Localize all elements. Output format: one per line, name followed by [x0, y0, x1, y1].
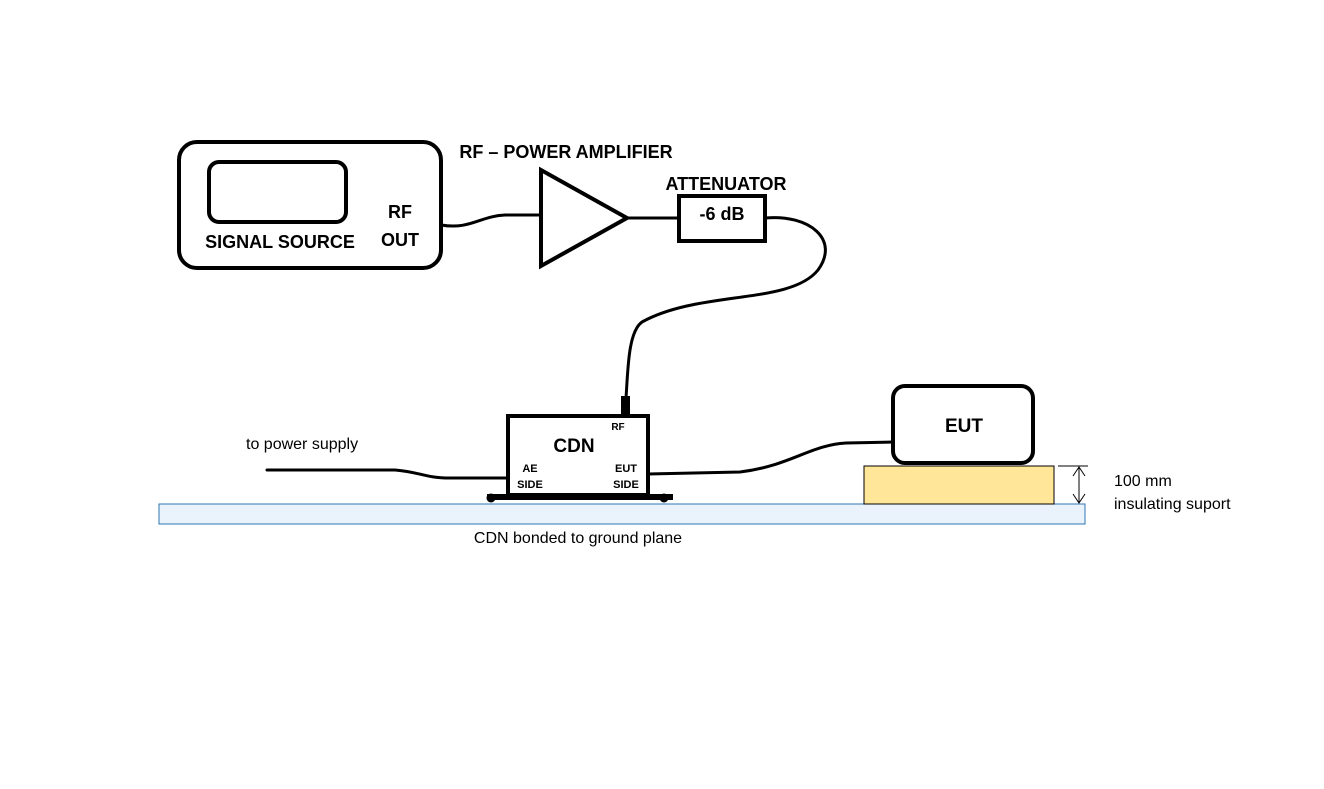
cdn-eut-side-line1: EUT: [615, 463, 637, 475]
cable-attenuator-to-cdn: [624, 216, 827, 400]
cdn-base-plate: [487, 494, 673, 500]
rf-out-label-line2: OUT: [381, 230, 419, 250]
eut-box: [891, 384, 1035, 465]
signal-source-display: [207, 160, 348, 224]
cdn-rf-port-label: RF: [611, 422, 624, 433]
eut-label: EUT: [945, 416, 983, 437]
power-supply-label: to power supply: [246, 436, 358, 453]
cdn-eut-side-line2: SIDE: [613, 479, 639, 491]
cable-source-to-amplifier: [439, 213, 543, 228]
cable-power-supply: [265, 468, 510, 480]
signal-source: SIGNAL SOURCE RF OUT: [177, 140, 443, 270]
amplifier-triangle: [539, 166, 632, 270]
cdn-box: [506, 414, 650, 497]
signal-source-label: SIGNAL SOURCE: [205, 232, 355, 252]
cdn: CDN RF AE SIDE EUT SIDE: [486, 396, 673, 503]
cdn-ae-side-line1: AE: [522, 463, 537, 475]
cdn-ae-side-line2: SIDE: [517, 479, 543, 491]
cdn-label: CDN: [553, 436, 594, 457]
cable-cdn-to-eut: [646, 440, 895, 476]
attenuator-value: -6 dB: [700, 204, 745, 224]
support-height-label: 100 mm: [1114, 473, 1172, 490]
cdn-rf-connector: [621, 396, 630, 416]
rf-out-label-line1: RF: [388, 202, 412, 222]
height-dimension-arrow: [1058, 465, 1088, 504]
ground-plane: [158, 503, 1086, 525]
amplifier-label: RF – POWER AMPLIFIER: [459, 142, 672, 162]
ground-plane-caption: CDN bonded to ground plane: [474, 530, 682, 547]
cdn-bond-screw-right: [659, 493, 669, 503]
attenuator-box: [677, 194, 767, 243]
support-description: insulating suport: [1114, 496, 1231, 513]
cdn-bond-screw-left: [486, 493, 496, 503]
attenuator-label: ATTENUATOR: [666, 174, 787, 194]
insulating-support: [863, 465, 1055, 505]
